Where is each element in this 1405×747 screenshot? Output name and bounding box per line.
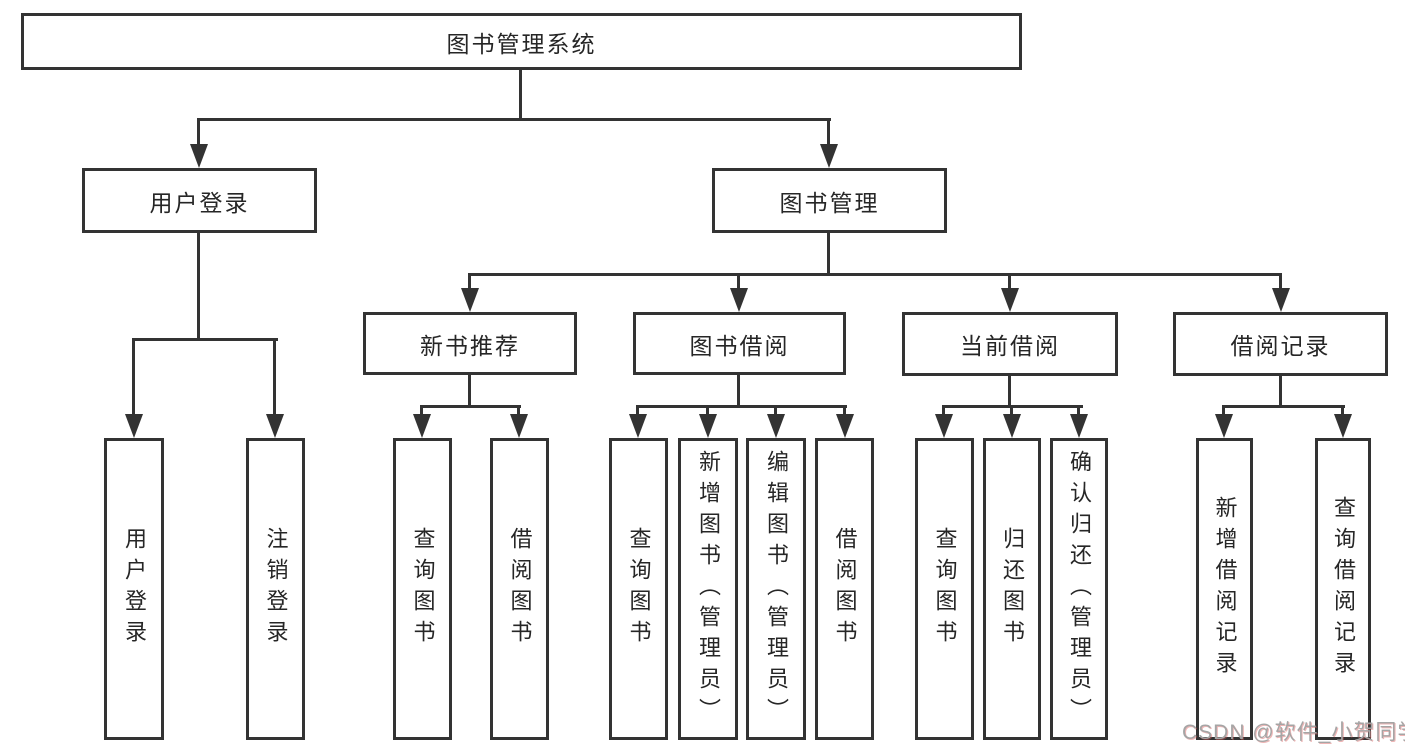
leaf-current-query-books: 查询图书 (915, 438, 974, 740)
node-new-book-recommend: 新书推荐 (363, 312, 577, 375)
leaf-logout: 注销登录 (246, 438, 305, 740)
node-root: 图书管理系统 (21, 13, 1022, 70)
connector-vline (737, 273, 740, 291)
arrow-down-icon (629, 414, 647, 438)
connector-vline (197, 233, 200, 338)
node-user-login: 用户登录 (82, 168, 317, 233)
leaf-user-login: 用户登录 (104, 438, 164, 740)
node-new-book-recommend-label: 新书推荐 (420, 332, 520, 359)
arrow-down-icon (190, 144, 208, 168)
connector-vline (519, 70, 522, 118)
node-book-borrow-label: 图书借阅 (689, 332, 790, 359)
leaf-confirm-return-admin: 确认归还（管理员） (1050, 438, 1108, 740)
connector-hline (636, 405, 847, 408)
leaf-current-query-books-label: 查询图书 (932, 527, 958, 651)
connector-hline (132, 338, 278, 341)
node-current-borrow: 当前借阅 (902, 312, 1118, 376)
leaf-user-login-label: 用户登录 (122, 527, 147, 651)
node-borrow-records-label: 借阅记录 (1230, 333, 1331, 359)
arrow-down-icon (1003, 414, 1021, 438)
arrow-down-icon (820, 144, 838, 168)
leaf-add-borrow-record: 新增借阅记录 (1196, 438, 1253, 740)
leaf-borrow-books-label: 借阅图书 (832, 527, 858, 651)
node-book-management-label: 图书管理 (779, 189, 880, 216)
leaf-logout-label: 注销登录 (263, 527, 289, 651)
leaf-borrow-query-books: 查询图书 (609, 438, 668, 740)
arrow-down-icon (1001, 288, 1019, 312)
leaf-borrow-query-books-label: 查询图书 (626, 527, 652, 651)
connector-vline (1077, 405, 1080, 417)
connector-vline (1222, 405, 1225, 417)
connector-vline (1279, 273, 1282, 291)
connector-vline (273, 338, 276, 417)
node-book-management: 图书管理 (712, 168, 947, 233)
connector-vline (1008, 273, 1011, 291)
arrow-down-icon (935, 414, 953, 438)
arrow-down-icon (125, 414, 143, 438)
leaf-borrow-books: 借阅图书 (815, 438, 874, 740)
leaf-confirm-return-admin-label: 确认归还（管理员） (1067, 449, 1092, 729)
connector-vline (843, 405, 846, 417)
leaf-return-books-label: 归还图书 (1000, 527, 1025, 651)
connector-vline (942, 405, 945, 417)
connector-vline (827, 233, 830, 273)
arrow-down-icon (1070, 414, 1088, 438)
leaf-recommend-borrow-books-label: 借阅图书 (507, 527, 533, 651)
node-book-borrow: 图书借阅 (633, 312, 846, 375)
leaf-add-books-admin: 新增图书（管理员） (678, 438, 738, 740)
connector-vline (1010, 405, 1013, 417)
connector-vline (1341, 405, 1344, 417)
connector-vline (636, 405, 639, 417)
connector-vline (468, 375, 471, 405)
arrow-down-icon (413, 414, 431, 438)
connector-vline (1008, 376, 1011, 405)
leaf-edit-books-admin: 编辑图书（管理员） (746, 438, 806, 740)
csdn-watermark: CSDN @软件_小贺同学 (1182, 721, 1405, 744)
connector-hline (468, 273, 1282, 276)
arrow-down-icon (767, 414, 785, 438)
connector-hline (1222, 405, 1345, 408)
connector-vline (197, 118, 200, 147)
node-current-borrow-label: 当前借阅 (960, 333, 1060, 359)
connector-vline (827, 118, 830, 147)
connector-vline (737, 375, 740, 405)
connector-vline (1279, 376, 1282, 405)
connector-vline (706, 405, 709, 417)
arrow-down-icon (1334, 414, 1352, 438)
leaf-recommend-query-books-label: 查询图书 (410, 527, 436, 651)
connector-vline (132, 338, 135, 417)
arrow-down-icon (699, 414, 717, 438)
arrow-down-icon (1272, 288, 1290, 312)
arrow-down-icon (836, 414, 854, 438)
connector-vline (468, 273, 471, 291)
connector-hline (197, 118, 831, 121)
node-borrow-records: 借阅记录 (1173, 312, 1388, 376)
leaf-return-books: 归还图书 (983, 438, 1041, 740)
arrow-down-icon (730, 288, 748, 312)
connector-vline (517, 405, 520, 417)
node-user-login-label: 用户登录 (149, 189, 250, 216)
leaf-query-borrow-record-label: 查询借阅记录 (1331, 496, 1356, 682)
arrow-down-icon (1215, 414, 1233, 438)
connector-vline (420, 405, 423, 417)
connector-vline (774, 405, 777, 417)
leaf-query-borrow-record: 查询借阅记录 (1315, 438, 1371, 740)
leaf-recommend-query-books: 查询图书 (393, 438, 452, 740)
leaf-edit-books-admin-label: 编辑图书（管理员） (764, 449, 789, 729)
arrow-down-icon (266, 414, 284, 438)
leaf-add-books-admin-label: 新增图书（管理员） (696, 449, 721, 729)
arrow-down-icon (461, 288, 479, 312)
leaf-recommend-borrow-books: 借阅图书 (490, 438, 549, 740)
leaf-add-borrow-record-label: 新增借阅记录 (1212, 496, 1238, 682)
arrow-down-icon (510, 414, 528, 438)
node-root-label: 图书管理系统 (446, 30, 597, 57)
connector-hline (420, 405, 521, 408)
